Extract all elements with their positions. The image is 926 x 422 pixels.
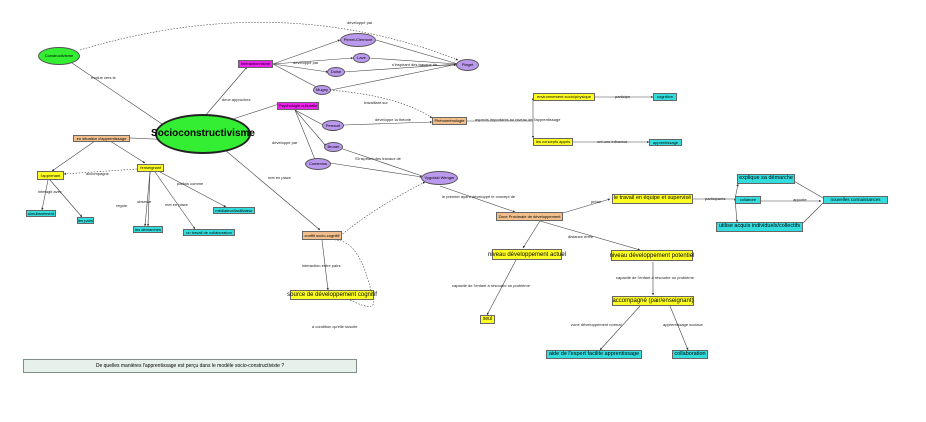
- node-socioconstructivisme[interactable]: Socioconstructivisme: [151, 114, 255, 154]
- node-comenius[interactable]: Comenius: [305, 158, 331, 170]
- label-interagit: interagit avec: [38, 189, 62, 194]
- node-interactionnisme[interactable]: Interactionnisme: [238, 60, 273, 68]
- node-travail-collab[interactable]: un travail de collaboration: [183, 229, 235, 236]
- node-situation[interactable]: en situation d'apprentissage: [73, 135, 130, 142]
- node-doise[interactable]: Doise: [327, 67, 345, 77]
- label-evolue-vers: évolue vers le: [91, 75, 116, 80]
- node-accompagne[interactable]: accompagné (pair/enseignant): [612, 296, 694, 306]
- node-lave[interactable]: Lave: [353, 53, 370, 63]
- label-regule: régule: [116, 203, 128, 208]
- node-perret-clermont[interactable]: Perret-Clermont: [340, 33, 376, 47]
- node-vygotski[interactable]: Vygotski Wenger: [421, 171, 458, 185]
- link-constructivisme-piaget: [79, 22, 459, 61]
- node-bruner[interactable]: Bruner: [324, 142, 343, 152]
- label-participants: participants: [705, 196, 726, 201]
- label-ont-influence: ont une influence: [597, 139, 628, 144]
- node-niveau-potentiel[interactable]: niveau développement potentiel: [610, 250, 694, 261]
- node-enseignant[interactable]: l'enseignant: [137, 164, 164, 172]
- node-mugny[interactable]: Mugny: [313, 85, 331, 95]
- label-sinspirant-1: s'inspirant des travaux de: [392, 62, 438, 67]
- node-travail-equipe[interactable]: le travail en équipe et supervisé: [612, 194, 693, 204]
- node-psychologie-culturelle[interactable]: Psychologie culturelle: [277, 102, 319, 110]
- node-source[interactable]: source de développement cognitif: [287, 290, 377, 300]
- node-phenomenologie[interactable]: Phénoménologie: [432, 117, 467, 125]
- node-demarches[interactable]: les démarches: [133, 226, 163, 233]
- node-cognition[interactable]: cognition: [653, 93, 677, 101]
- label-observe: observe: [137, 199, 152, 204]
- label-met-en-place: met en place: [268, 175, 291, 180]
- label-capacite-aide: capacité de l'enfant à résoudre un probl…: [616, 275, 694, 280]
- label-prone: prône: [591, 199, 602, 204]
- label-aspects: aspects importants au niveau de l'appren…: [475, 117, 561, 122]
- node-explique[interactable]: explique sa démarche: [737, 174, 795, 184]
- node-mediateur[interactable]: médiateur/facilitateur: [213, 207, 255, 214]
- node-apprentissage[interactable]: apprentissage: [649, 139, 682, 146]
- label-parfois-comme: parfois comme: [177, 181, 204, 186]
- node-pairs[interactable]: les pairs: [77, 217, 94, 224]
- label-sinspirant-2: S'inspirant des travaux de: [355, 156, 401, 161]
- link-socio-psychologie: [229, 103, 280, 121]
- node-conflit[interactable]: conflit socio-cognitif: [302, 231, 342, 240]
- label-developpe-theorie: développe la théorie: [375, 117, 412, 122]
- node-constructivisme[interactable]: Constructivisme: [38, 47, 80, 65]
- node-perraud[interactable]: Perraud: [322, 120, 344, 131]
- label-a-condition: à condition qu'elle suscite: [312, 324, 358, 329]
- node-collabore[interactable]: collabore: [735, 196, 761, 204]
- label-capacite-seul: capacité de l'enfant à résoudre un probl…: [452, 283, 530, 288]
- focus-question: De quelles manières l'apprentissage est …: [23, 359, 357, 373]
- link-socio-interactionnisme: [204, 66, 248, 117]
- link-constructivisme-socio: [71, 62, 166, 127]
- label-zone-dev: zone développement normal: [571, 322, 622, 327]
- node-aide-expert[interactable]: aide de l'expert facilite apprentissage: [546, 350, 642, 359]
- label-travaillant-sur: travaillant sur: [364, 100, 388, 105]
- label-interaction-pairs: interaction entre pairs: [302, 263, 341, 268]
- node-collaboration[interactable]: collaboration: [672, 350, 708, 359]
- label-met-en-place-ens: met en place: [165, 202, 188, 207]
- node-niveau-actuel[interactable]: niveau développement actuel: [488, 249, 566, 260]
- node-seul[interactable]: seul: [480, 315, 495, 324]
- label-accompagne: accompagne: [86, 171, 109, 176]
- label-participe: participe: [615, 94, 631, 99]
- node-apprenant[interactable]: l'apprenant: [37, 171, 64, 180]
- label-developpe-par-mid: développé par: [293, 60, 319, 65]
- node-simultanement[interactable]: simultanément: [26, 210, 56, 217]
- node-zpd[interactable]: Zone Proximale de développement: [496, 212, 563, 221]
- label-developpe-par-low: développé par: [272, 140, 298, 145]
- label-premier-ayant: le premier ayant développé le concept de: [442, 194, 516, 199]
- node-acquis[interactable]: utilise acquis individuels/collectifs: [716, 222, 803, 232]
- label-developpe-par-top: développé par: [347, 20, 373, 25]
- label-distance-entre: distance entre: [568, 234, 594, 239]
- node-nouvelles-connaissances[interactable]: nouvelles connaissances: [823, 196, 888, 204]
- node-piaget[interactable]: Piaget: [456, 59, 479, 71]
- node-environnement[interactable]: environnement socio/physique: [533, 93, 595, 101]
- node-concepts-appris[interactable]: les concepts appris: [533, 138, 573, 146]
- label-apporte: apporte: [793, 197, 807, 202]
- label-apprentissage-social: apprentissage sociaux: [663, 322, 703, 327]
- label-deux-approches: deux approches: [222, 97, 251, 102]
